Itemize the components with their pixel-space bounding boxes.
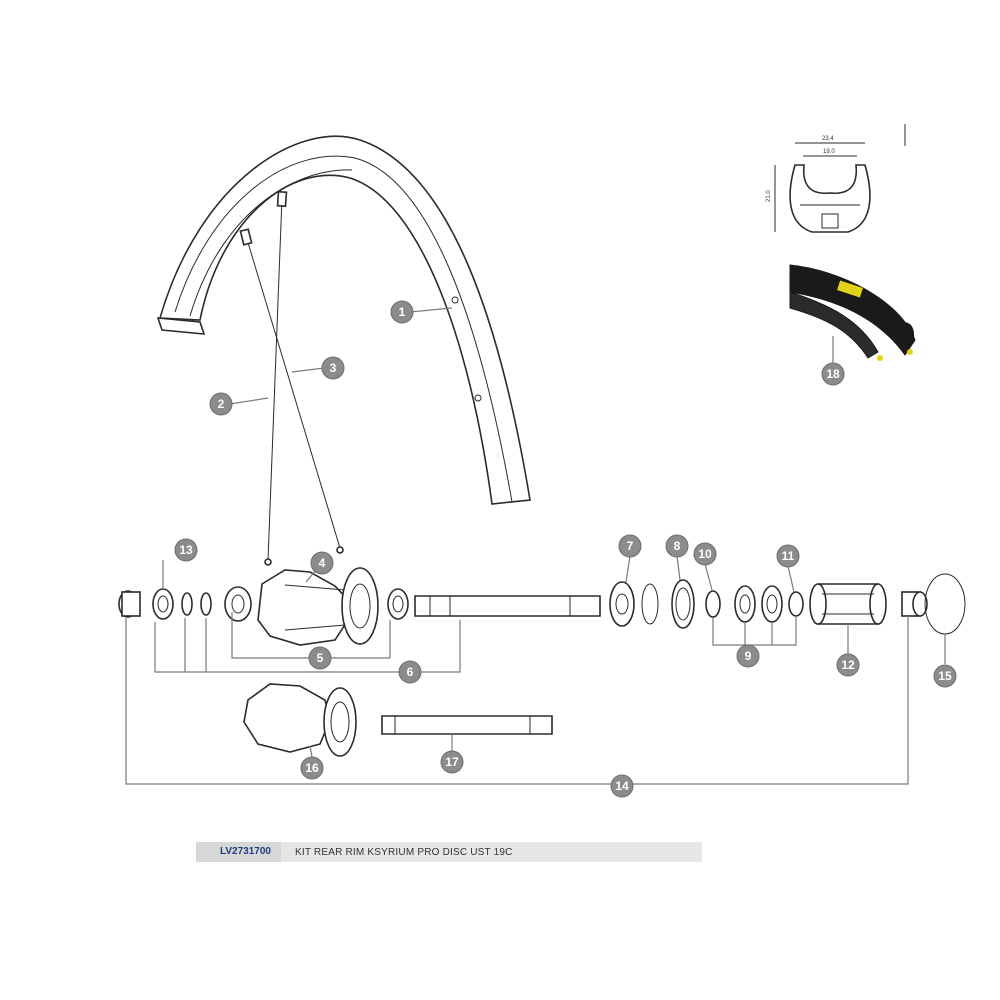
svg-text:16: 16 — [305, 761, 319, 775]
svg-text:18: 18 — [826, 367, 840, 381]
svg-text:12: 12 — [841, 658, 855, 672]
svg-text:6: 6 — [407, 665, 414, 679]
callout-5: 5 — [308, 646, 332, 670]
svg-text:15: 15 — [938, 669, 952, 683]
callout-1: 1 — [390, 300, 414, 324]
svg-text:4: 4 — [319, 556, 326, 570]
svg-text:10: 10 — [698, 547, 712, 561]
svg-text:13: 13 — [179, 543, 193, 557]
leader-lines — [125, 307, 946, 785]
svg-text:1: 1 — [399, 305, 406, 319]
svg-text:17: 17 — [445, 755, 459, 769]
svg-text:3: 3 — [330, 361, 337, 375]
callout-12: 12 — [836, 653, 860, 677]
callout-6: 6 — [398, 660, 422, 684]
hub-assembly-drawing — [118, 567, 601, 646]
svg-text:7: 7 — [627, 539, 634, 553]
reference-bar: LV2731700 KIT REAR RIM KSYRIUM PRO DISC … — [196, 842, 702, 862]
spokes-drawing — [239, 190, 344, 566]
callout-15: 15 — [933, 664, 957, 688]
callout-16: 16 — [300, 756, 324, 780]
callout-10: 10 — [693, 542, 717, 566]
callout-9: 9 — [736, 644, 760, 668]
svg-text:9: 9 — [745, 649, 752, 663]
rim-profile-drawing — [774, 124, 906, 233]
callout-3: 3 — [321, 356, 345, 380]
callout-11: 11 — [776, 544, 800, 568]
callout-8: 8 — [665, 534, 689, 558]
callout-7: 7 — [618, 534, 642, 558]
callout-2: 2 — [209, 392, 233, 416]
alternate-hub-drawing — [243, 683, 553, 757]
callout-13: 13 — [174, 538, 198, 562]
callout-17: 17 — [440, 750, 464, 774]
rim-profile-dimensions: 23.4 19.0 21.0 — [766, 136, 835, 202]
tire-drawing — [789, 264, 916, 361]
rim-drawing — [156, 135, 531, 505]
freehub-assembly-drawing — [609, 573, 966, 635]
svg-text:8: 8 — [674, 539, 681, 553]
svg-text:14: 14 — [615, 779, 629, 793]
reference-description: KIT REAR RIM KSYRIUM PRO DISC UST 19C — [294, 846, 513, 858]
callout-14: 14 — [610, 774, 634, 798]
svg-text:2: 2 — [218, 397, 225, 411]
rim-inner-width: 19.0 — [823, 149, 835, 155]
svg-text:5: 5 — [317, 651, 324, 665]
callout-4: 4 — [310, 551, 334, 575]
callout-18: 18 — [821, 362, 845, 386]
reference-code: LV2731700 — [196, 842, 281, 862]
rim-height: 21.0 — [766, 190, 772, 202]
svg-text:11: 11 — [782, 549, 795, 563]
rim-outer-width: 23.4 — [822, 136, 834, 142]
